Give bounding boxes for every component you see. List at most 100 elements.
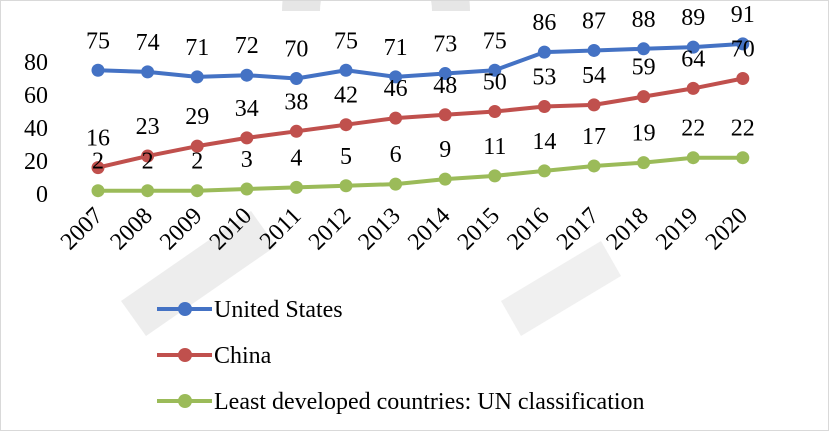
series-line <box>98 155 743 193</box>
data-point <box>91 184 105 198</box>
data-label: 71 <box>185 35 209 61</box>
data-label: 3 <box>241 147 253 173</box>
data-point <box>141 65 155 79</box>
legend-marker <box>178 302 192 316</box>
data-label: 89 <box>681 5 705 31</box>
data-point <box>389 177 403 191</box>
data-label: 74 <box>136 30 160 56</box>
data-point <box>91 63 105 77</box>
data-label: 14 <box>532 129 556 155</box>
data-label: 2 <box>92 149 104 175</box>
data-label: 50 <box>483 70 507 96</box>
data-point <box>736 151 750 165</box>
data-point <box>637 156 651 170</box>
data-point <box>389 111 403 125</box>
data-label: 88 <box>632 7 656 33</box>
x-tick-label: 2019 <box>651 203 703 255</box>
data-label: 48 <box>433 73 457 99</box>
x-tick-label: 2008 <box>106 203 158 255</box>
data-label: 16 <box>86 126 110 152</box>
data-point <box>438 172 452 186</box>
data-label: 4 <box>290 145 302 171</box>
data-point <box>587 98 601 112</box>
legend-label: Least developed countries: UN classifica… <box>214 389 645 415</box>
data-point <box>488 169 502 183</box>
data-point <box>488 63 502 77</box>
legend-label: United States <box>214 297 343 323</box>
data-label: 17 <box>582 124 606 150</box>
data-label: 75 <box>334 28 358 54</box>
x-tick-label: 2015 <box>453 203 505 255</box>
y-tick-label: 20 <box>24 149 48 175</box>
y-tick-label: 60 <box>24 83 48 109</box>
data-label: 38 <box>284 89 308 115</box>
x-tick-label: 2016 <box>502 203 554 255</box>
data-label: 2 <box>142 149 154 175</box>
data-label: 5 <box>340 144 352 170</box>
data-point <box>339 118 353 132</box>
data-label: 2 <box>191 149 203 175</box>
data-label: 22 <box>681 116 705 142</box>
x-tick-label: 2012 <box>304 203 356 255</box>
data-label: 42 <box>334 83 358 109</box>
data-point <box>537 164 551 178</box>
data-label: 23 <box>136 114 160 140</box>
data-label: 11 <box>483 134 506 160</box>
data-point <box>488 105 502 118</box>
data-label: 64 <box>681 46 705 72</box>
data-point <box>587 43 601 57</box>
data-point <box>289 124 303 138</box>
data-label: 91 <box>731 2 755 28</box>
series-line <box>97 76 744 170</box>
data-point <box>240 131 254 145</box>
data-point <box>686 81 700 95</box>
data-label: 73 <box>433 32 457 58</box>
data-point <box>190 184 204 198</box>
watermark-logo <box>121 1 621 336</box>
data-point <box>141 184 155 198</box>
data-point <box>537 100 551 114</box>
data-label: 9 <box>439 137 451 163</box>
legend-marker <box>178 348 192 362</box>
data-label: 29 <box>185 104 209 130</box>
series-line <box>97 41 743 81</box>
legend-label: China <box>214 343 272 369</box>
data-label: 59 <box>632 55 656 81</box>
y-tick-label: 80 <box>24 50 48 76</box>
data-point <box>240 182 254 196</box>
x-tick-label: 2018 <box>602 203 654 255</box>
data-label: 70 <box>731 37 755 63</box>
data-label: 75 <box>483 28 507 54</box>
data-point <box>438 67 452 81</box>
data-label: 75 <box>86 28 110 54</box>
data-point <box>587 159 601 173</box>
x-tick-label: 2007 <box>56 203 108 255</box>
data-point <box>289 72 303 85</box>
data-point <box>91 161 105 175</box>
y-tick-label: 40 <box>24 116 48 142</box>
data-point <box>686 40 700 54</box>
data-label: 71 <box>384 35 408 61</box>
data-point <box>190 139 204 153</box>
x-tick-label: 2020 <box>701 203 753 255</box>
data-label: 53 <box>532 65 556 91</box>
data-label: 54 <box>582 63 606 89</box>
x-tick-label: 2013 <box>354 203 406 255</box>
data-point <box>637 42 651 56</box>
data-label: 6 <box>390 142 402 168</box>
data-point <box>736 72 750 85</box>
data-label: 70 <box>284 37 308 63</box>
x-tick-label: 2014 <box>403 203 455 255</box>
data-point <box>339 179 353 193</box>
data-label: 87 <box>582 8 606 34</box>
data-point <box>438 108 452 122</box>
data-point <box>339 63 353 77</box>
data-label: 72 <box>235 33 259 59</box>
legend-marker <box>178 394 192 408</box>
data-point <box>190 70 204 84</box>
data-point <box>289 180 303 194</box>
data-point <box>389 70 403 84</box>
data-label: 86 <box>532 10 556 36</box>
